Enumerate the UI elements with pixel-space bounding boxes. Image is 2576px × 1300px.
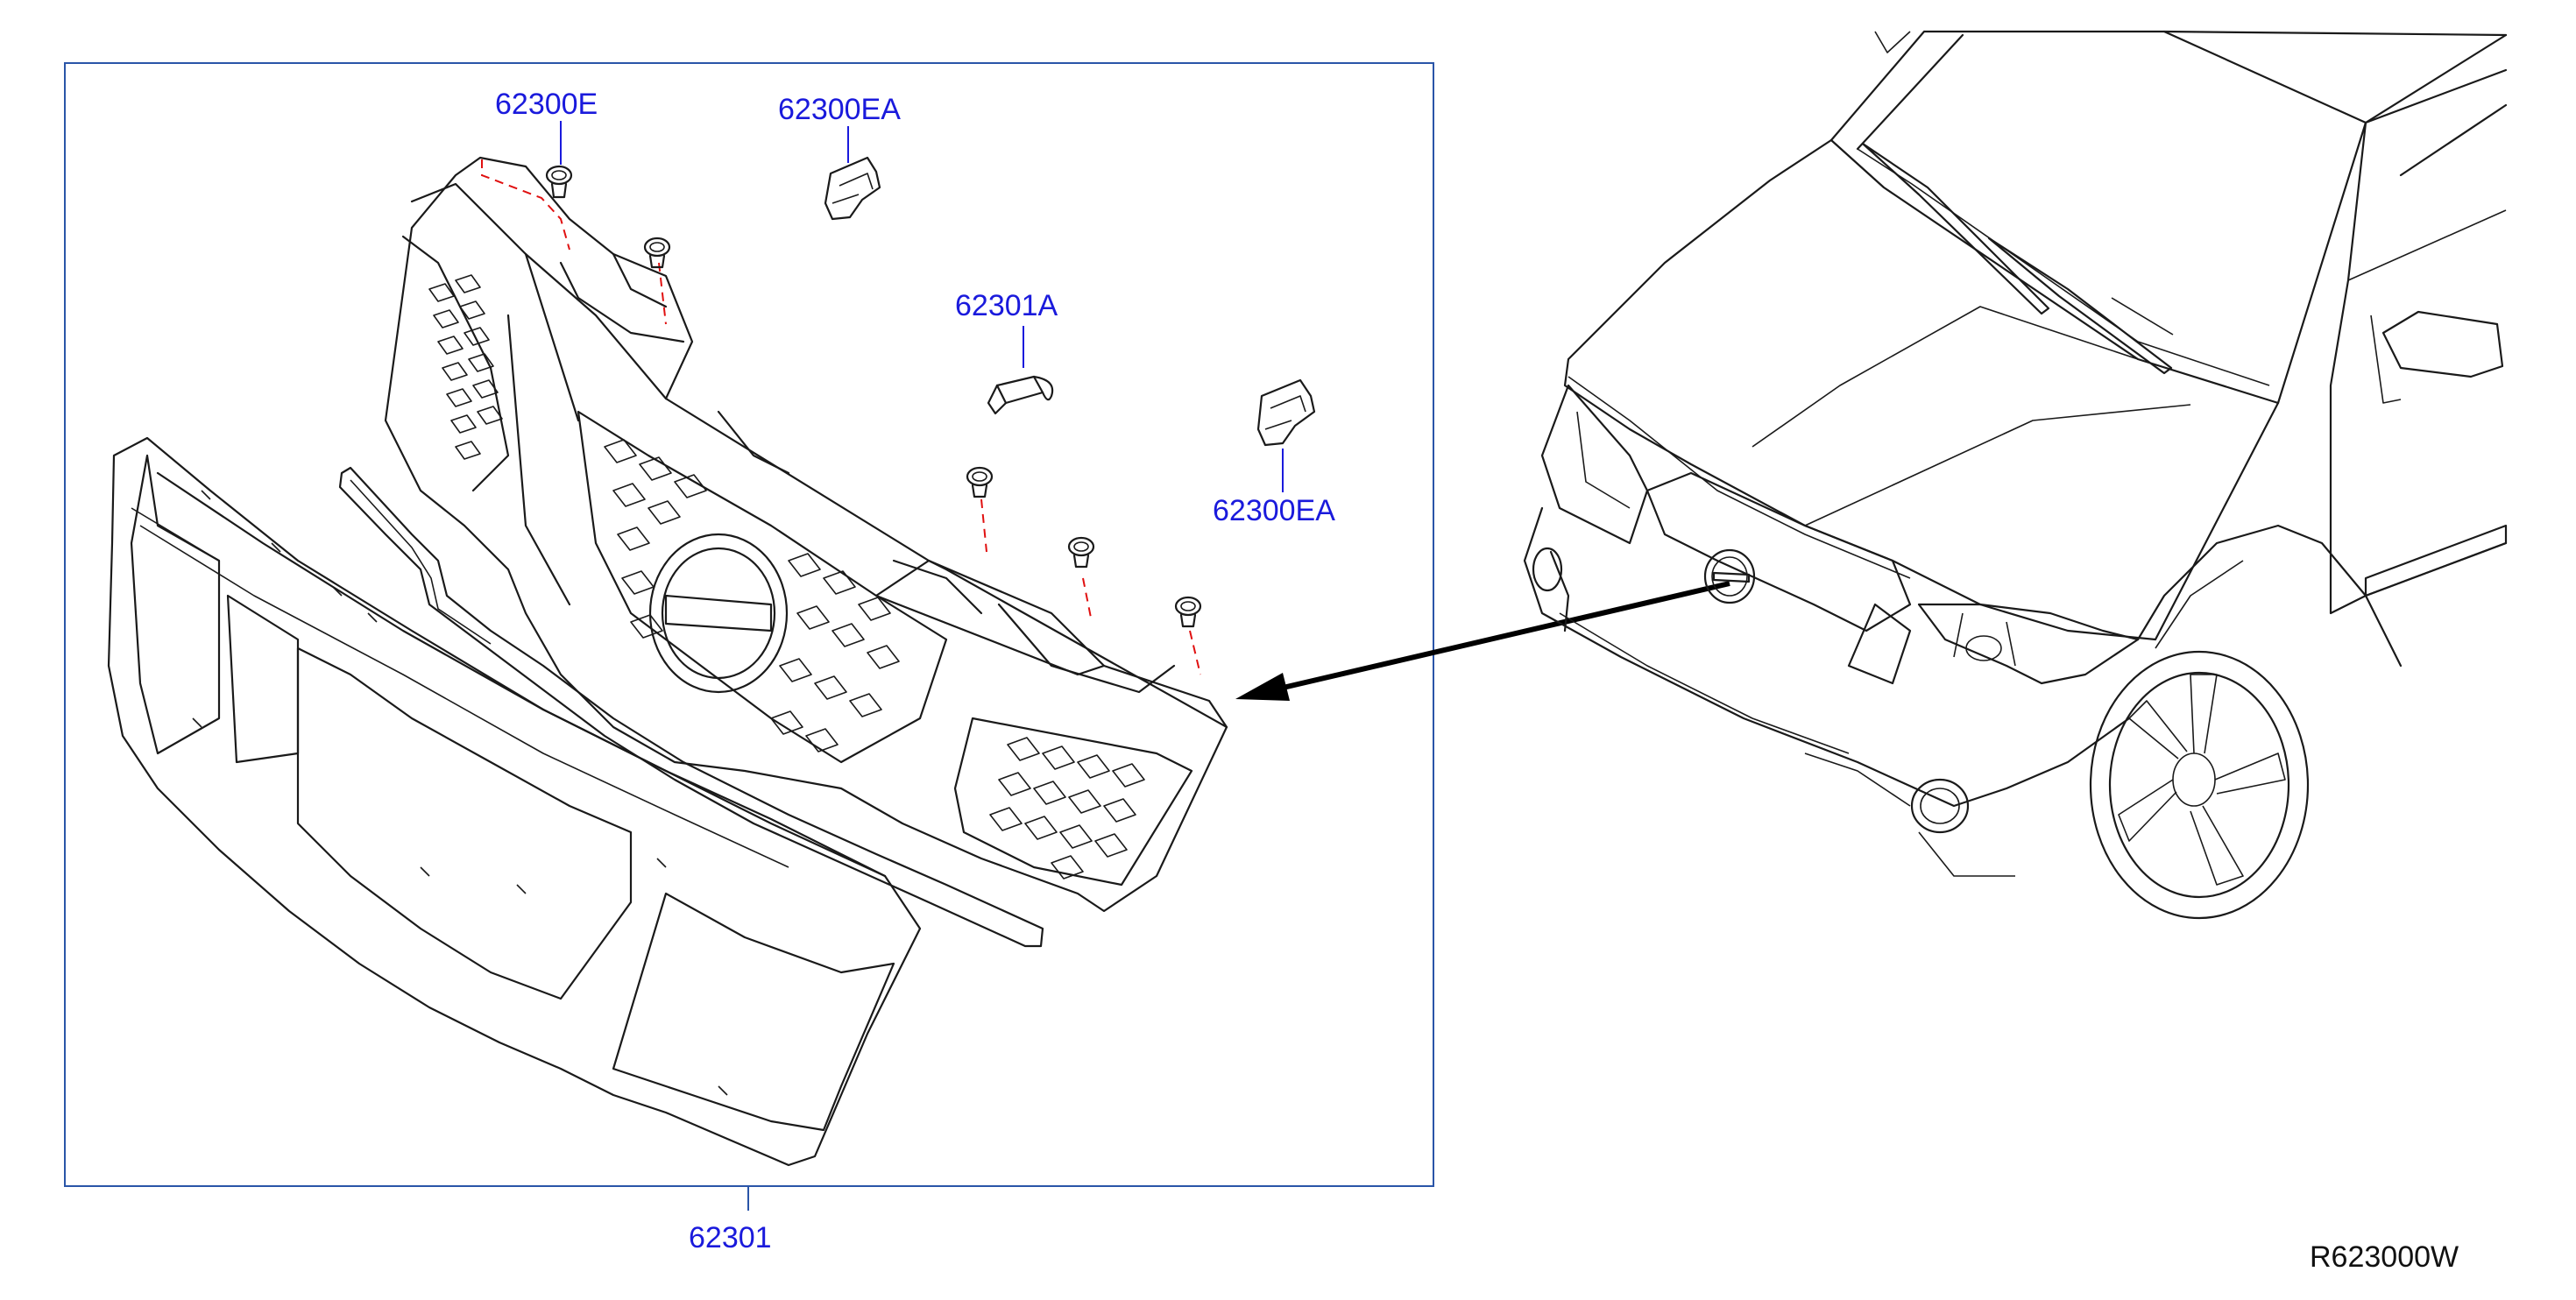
clip-fastener-d [1174,596,1202,628]
callout-62300EA-right: 62300EA [1213,494,1335,527]
clip-fastener-c [1067,536,1095,569]
callout-62301: 62301 [689,1221,772,1254]
clip-fastener-a [643,237,671,269]
reference-code: R623000W [2310,1240,2459,1274]
locator-arrow [1235,581,1730,701]
grille-mesh-panel [384,156,1228,913]
assembly-frame [64,62,1434,1187]
bracket-clip-62300EA-right [1256,378,1316,447]
callout-62300EA-top: 62300EA [778,93,901,126]
grille-outer-frame [107,436,922,1167]
push-clip-62301A [987,375,1054,415]
grille-trim-strip [338,466,1044,948]
fastener-centerlines [481,159,1201,675]
callout-62301A: 62301A [955,289,1058,322]
callout-62300E: 62300E [495,88,598,121]
clip-fastener-b [966,466,994,498]
vehicle-front-view [1523,30,2508,920]
clip-62300E [545,165,573,199]
bracket-clip-62300EA-top [824,156,881,221]
